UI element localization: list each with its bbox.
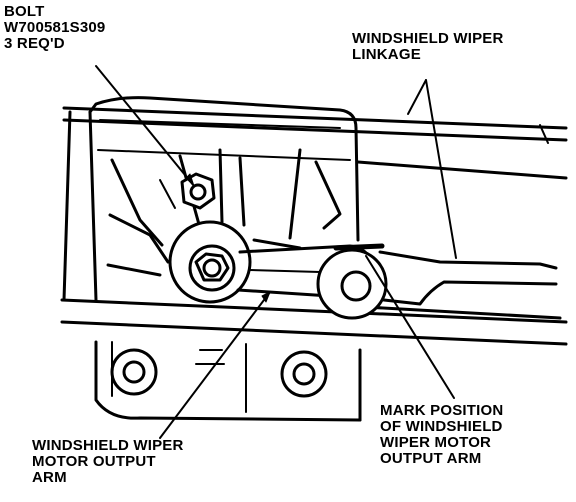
- linkage-callout: WINDSHIELD WIPER LINKAGE: [352, 31, 504, 63]
- bolt-leader: [95, 65, 195, 187]
- bolt-callout-line-1: BOLT: [4, 3, 45, 20]
- linkage-callout-line-2: LINKAGE: [352, 46, 421, 63]
- motor-housing: [94, 340, 362, 422]
- motor-output-shaft: [168, 220, 252, 304]
- bolt-callout-line-2: W700581S309: [4, 19, 106, 36]
- linkage-pivot: [316, 243, 558, 320]
- linkage-leader-2: [425, 79, 457, 259]
- bolt-callout: BOLT W700581S309 3 REQ'D: [4, 4, 105, 52]
- output-arm-callout-line-3: ARM: [32, 469, 67, 486]
- linkage-callout-line-1: WINDSHIELD WIPER: [352, 30, 504, 47]
- output-arm-callout-line-1: WINDSHIELD WIPER: [32, 437, 184, 454]
- linkage-leader-1: [407, 79, 427, 115]
- mark-position-leader: [365, 255, 455, 399]
- linkage-tube: [60, 106, 568, 346]
- mark-position-callout-line-2: OF WINDSHIELD: [380, 418, 503, 435]
- mark-position-callout-line-1: MARK POSITION: [380, 402, 504, 419]
- output-arm-callout: WINDSHIELD WIPER MOTOR OUTPUT ARM: [32, 438, 184, 486]
- mark-position-callout: MARK POSITION OF WINDSHIELD WIPER MOTOR …: [380, 403, 503, 467]
- bolt-callout-line-3: 3 REQ'D: [4, 35, 65, 52]
- output-arm-callout-line-2: MOTOR OUTPUT: [32, 453, 156, 470]
- mark-position-callout-line-4: OUTPUT ARM: [380, 450, 482, 467]
- leader-lines: [95, 65, 457, 439]
- output-arm-leader: [159, 291, 271, 439]
- mark-position-callout-line-3: WIPER MOTOR: [380, 434, 492, 451]
